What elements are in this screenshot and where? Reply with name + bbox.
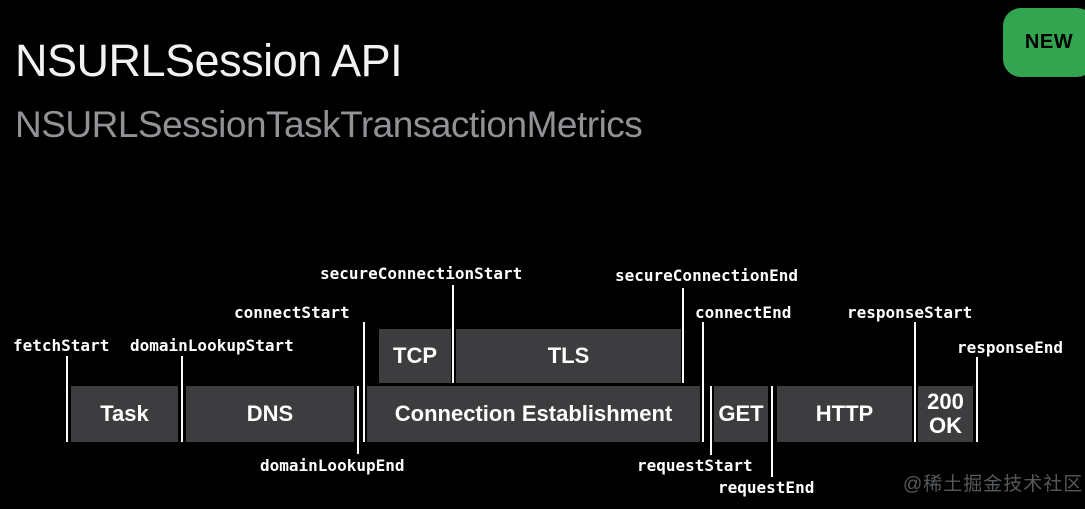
- new-badge: NEW: [1003, 8, 1085, 77]
- event-label-requestEnd: requestEnd: [718, 478, 815, 497]
- event-label-secureConnectionStart: secureConnectionStart: [320, 264, 523, 283]
- watermark: @稀土掘金技术社区: [903, 474, 1084, 495]
- timeline-bar-connection-establishment: Connection Establishment: [367, 386, 700, 442]
- event-marker-line-responseStart: [914, 322, 916, 442]
- timeline-bar-label-get: GET: [718, 401, 764, 426]
- event-marker-line-requestStart: [710, 386, 712, 455]
- event-marker-line-requestEnd: [771, 386, 773, 477]
- event-marker-line-responseEnd: [976, 357, 978, 442]
- event-label-responseStart: responseStart: [847, 303, 973, 322]
- event-label-fetchStart: fetchStart: [13, 336, 110, 355]
- page-title: NSURLSession API: [15, 35, 403, 87]
- event-label-domainLookupEnd: domainLookupEnd: [260, 456, 405, 475]
- event-marker-line-connectStart: [363, 322, 365, 442]
- event-marker-line-domainLookupEnd: [357, 386, 359, 454]
- timeline-bar-200-ok: 200 OK: [918, 386, 973, 442]
- timeline-bar-label-tls: TLS: [547, 343, 590, 368]
- page-subtitle: NSURLSessionTaskTransactionMetrics: [15, 103, 643, 145]
- event-marker-line-fetchStart: [66, 356, 68, 442]
- event-label-connectEnd: connectEnd: [695, 303, 792, 322]
- event-label-connectStart: connectStart: [234, 303, 350, 322]
- event-label-responseEnd: responseEnd: [957, 338, 1063, 357]
- event-marker-line-secureConnectionEnd: [682, 288, 684, 383]
- event-label-secureConnectionEnd: secureConnectionEnd: [615, 266, 799, 285]
- timeline-bar-task: Task: [71, 386, 178, 442]
- event-label-domainLookupStart: domainLookupStart: [130, 336, 294, 355]
- new-badge-label: NEW: [1024, 31, 1074, 53]
- timeline-bar-label-connection-establishment: Connection Establishment: [394, 401, 673, 426]
- timeline-bar-label-task: Task: [100, 401, 149, 426]
- event-label-requestStart: requestStart: [637, 456, 753, 475]
- timeline-bar-dns: DNS: [186, 386, 354, 442]
- timeline-bar-http: HTTP: [777, 386, 912, 442]
- timeline-bar-tcp: TCP: [379, 329, 451, 383]
- timeline-bar-get: GET: [714, 386, 768, 442]
- timeline-bar-tls: TLS: [456, 329, 681, 383]
- event-marker-line-connectEnd: [702, 322, 704, 442]
- timeline-bar-label-200-ok: 200 OK: [927, 389, 964, 438]
- event-marker-line-secureConnectionStart: [452, 285, 454, 383]
- timeline-bar-label-http: HTTP: [815, 401, 874, 426]
- timeline-bar-label-tcp: TCP: [393, 343, 437, 368]
- event-marker-line-domainLookupStart: [181, 356, 183, 442]
- timeline-bar-label-dns: DNS: [246, 401, 294, 426]
